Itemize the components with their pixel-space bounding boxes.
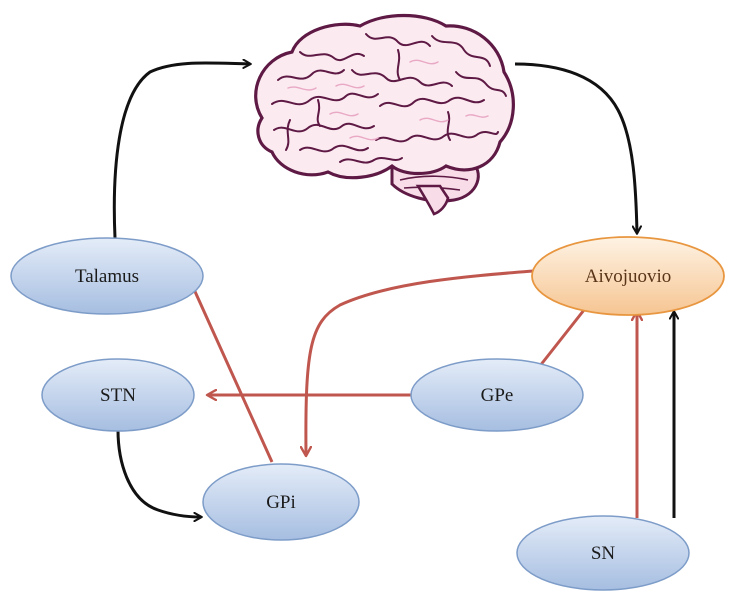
node-stn: STN <box>41 358 195 432</box>
node-sn: SN <box>516 515 690 591</box>
cortex-to-aivojuovio-arrow <box>514 62 637 233</box>
node-gpe-label: GPe <box>481 385 514 406</box>
gpi-to-talamus-arrow <box>188 276 274 463</box>
node-talamus-label: Talamus <box>75 266 139 287</box>
node-gpi: GPi <box>202 463 360 541</box>
brain-icon <box>254 13 515 216</box>
node-sn-label: SN <box>591 543 616 564</box>
node-gpi-label: GPi <box>266 492 296 513</box>
aivojuovio-to-gpi-arrow <box>306 269 534 455</box>
stn-to-gpi-arrow <box>116 429 201 517</box>
node-aivojuovio-label: Aivojuovio <box>585 266 672 287</box>
node-gpe: GPe <box>410 358 584 432</box>
node-talamus: Talamus <box>10 237 204 315</box>
node-stn-label: STN <box>100 385 136 406</box>
talamus-to-cortex-arrow <box>112 63 250 239</box>
node-aivojuovio: Aivojuovio <box>531 236 725 316</box>
